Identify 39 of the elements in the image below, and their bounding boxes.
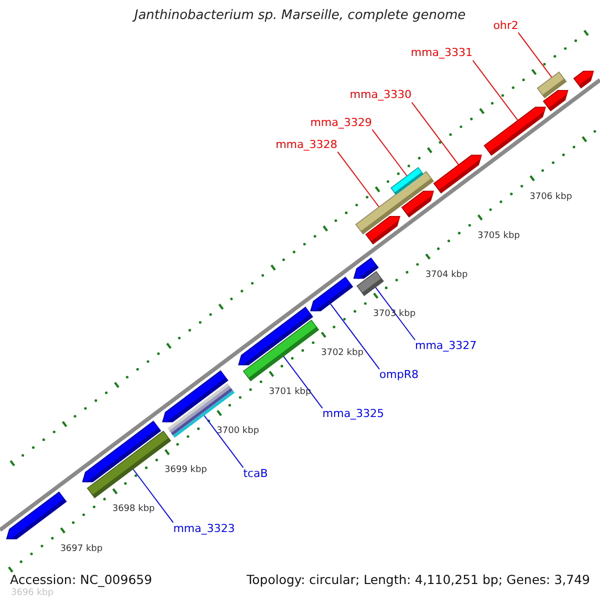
gene-feature (536, 71, 567, 98)
gene-label: mma_3328 (276, 138, 338, 152)
scale-label: 3700 kbp (216, 426, 260, 437)
leader-line (518, 32, 552, 78)
gene-label: tcaB (243, 468, 268, 480)
leader-line (282, 356, 323, 409)
gene-feature (390, 167, 424, 195)
accession-text: Accession: NC_009659 (10, 573, 152, 588)
leader-line (330, 303, 380, 370)
scale-label: 3706 kbp (530, 192, 572, 202)
scale-label: 3698 kbp (112, 504, 155, 515)
gene-label: ompR8 (379, 369, 418, 382)
gene-label: mma_3327 (415, 340, 477, 353)
gene-feature (242, 320, 320, 382)
scale-label: 3697 kbp (60, 544, 103, 554)
genome-summary: Topology: circular; Length: 4,110,251 bp; Genes: 3,749 (246, 573, 590, 588)
gene-label: mma_3330 (350, 89, 412, 102)
scale-label: 3703 kbp (373, 308, 416, 320)
gene-label: mma_3325 (322, 408, 384, 421)
gene-label: ohr2 (493, 20, 518, 32)
scale-label: 3705 kbp (477, 230, 520, 241)
gene-label: mma_3329 (310, 116, 372, 130)
gene-feature (310, 276, 354, 312)
scale-label: 3699 kbp (164, 465, 207, 476)
gene-feature (484, 106, 546, 156)
gene-label: mma_3331 (410, 47, 472, 60)
gene-feature (356, 271, 384, 296)
leader-line (472, 60, 518, 121)
scale-label: 3704 kbp (425, 270, 468, 280)
leader-line (204, 415, 244, 468)
gene-label: mma_3323 (173, 522, 235, 536)
leader-line (337, 151, 380, 208)
leader-line (132, 468, 174, 524)
gene-feature (433, 154, 482, 194)
scale-label: 3702 kbp (321, 348, 364, 358)
scale-label: 3701 kbp (268, 387, 312, 398)
scale-label: 3696 kbp (11, 588, 54, 598)
title: Janthinobacterium sp. Marseille, complete genome (131, 9, 467, 24)
leader-line (411, 102, 460, 166)
